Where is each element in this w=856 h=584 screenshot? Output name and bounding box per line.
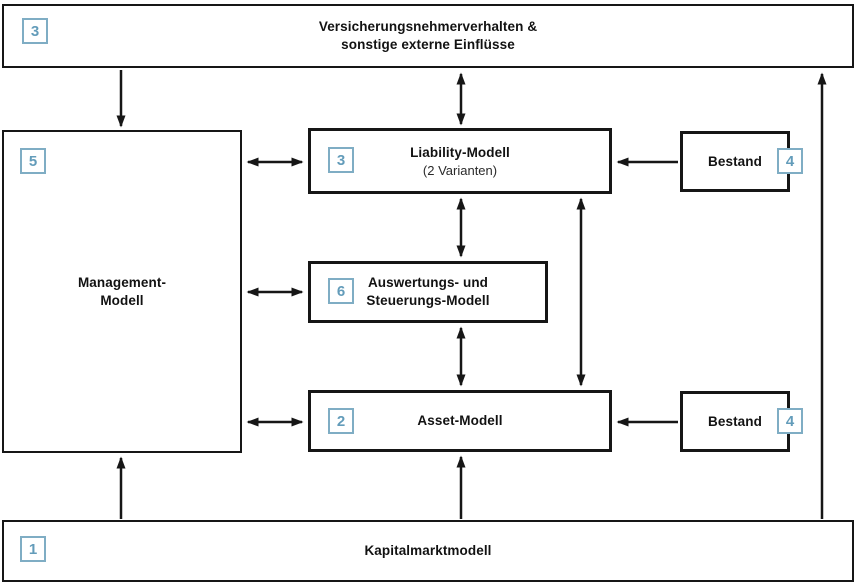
box-management-label-line1: Management- — [77, 274, 167, 290]
box-evaluation-label-line1: Auswertungs- und — [367, 275, 489, 290]
box-bestand-bottom-label: Bestand — [708, 413, 762, 429]
box-management-modell: Management- Modell — [2, 130, 242, 453]
box-external-influences: Versicherungsnehmerverhalten & sonstige … — [2, 4, 854, 68]
box-bestand-bottom: Bestand — [680, 391, 790, 452]
box-asset-label: Asset-Modell — [417, 413, 503, 428]
box-external-label-line1: Versicherungsnehmerverhalten & — [318, 19, 538, 34]
badge-management-5: 5 — [20, 148, 46, 174]
badge-capitalmarket-1: 1 — [20, 536, 46, 562]
box-bestand-top: Bestand — [680, 131, 790, 192]
badge-evaluation-6: 6 — [328, 278, 354, 304]
box-liability-title: Liability-Modell — [410, 144, 510, 160]
badge-asset-2: 2 — [328, 408, 354, 434]
badge-liability-3: 3 — [328, 147, 354, 173]
box-evaluation-label-line2: Steuerungs-Modell — [366, 293, 490, 308]
box-bestand-top-label: Bestand — [708, 153, 762, 169]
box-liability-modell: Liability-Modell (2 Varianten) — [308, 128, 612, 194]
box-asset-modell: Asset-Modell — [308, 390, 612, 452]
box-management-label-line2: Modell — [100, 292, 144, 308]
badge-bestand-bottom-4: 4 — [777, 408, 803, 434]
box-liability-subtitle: (2 Varianten) — [422, 162, 498, 178]
badge-bestand-top-4: 4 — [777, 148, 803, 174]
box-capitalmarket-label: Kapitalmarktmodell — [364, 543, 492, 558]
box-external-label-line2: sonstige externe Einflüsse — [341, 37, 515, 52]
box-kapitalmarktmodell: Kapitalmarktmodell — [2, 520, 854, 582]
badge-external-3: 3 — [22, 18, 48, 44]
